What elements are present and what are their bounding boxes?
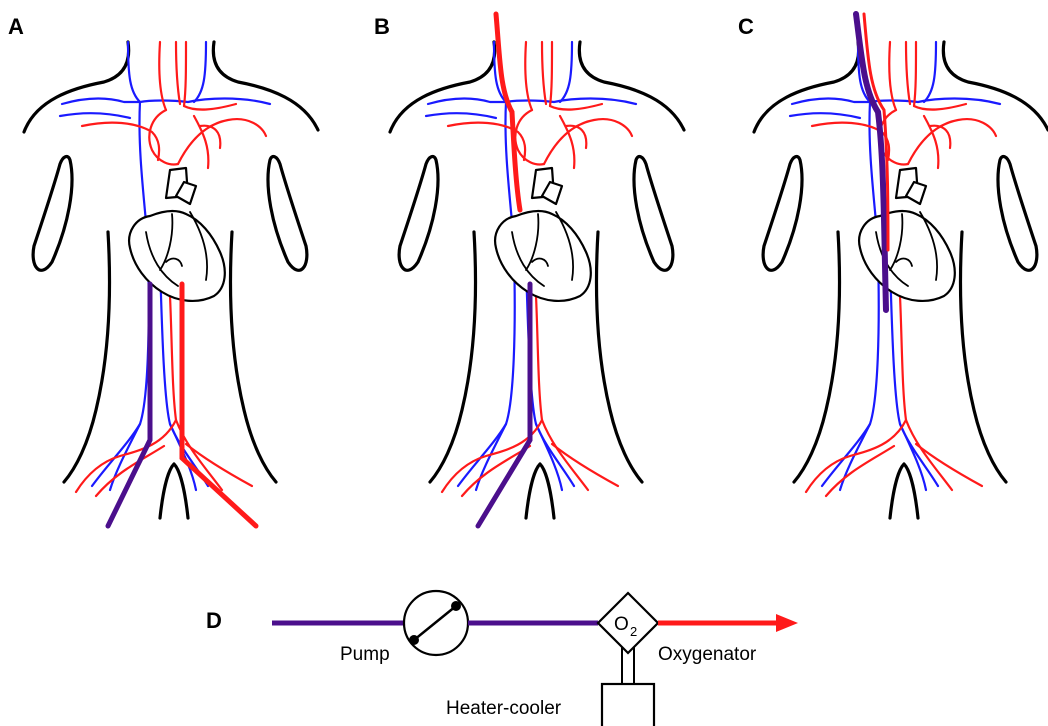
panel-d-label: D bbox=[206, 608, 222, 633]
oxygenator-symbol: O bbox=[614, 614, 629, 635]
panel-b-anatomy bbox=[390, 42, 684, 518]
panel-a-label: A bbox=[8, 14, 24, 39]
heater-cooler-label: Heater-cooler bbox=[446, 698, 562, 719]
heater-cooler-icon bbox=[602, 647, 654, 726]
panel-c: C bbox=[738, 14, 1048, 518]
oxygenator-icon: O 2 bbox=[598, 593, 658, 653]
panel-a: A bbox=[8, 14, 318, 526]
panel-c-anatomy bbox=[754, 42, 1048, 518]
panel-a-anatomy bbox=[24, 42, 318, 518]
pump-icon bbox=[404, 591, 468, 655]
panel-d: D O 2 Pump Oxygenator Heater-cooler bbox=[206, 591, 798, 726]
panel-b-label: B bbox=[374, 14, 390, 39]
panel-b: B bbox=[374, 14, 684, 526]
pump-label: Pump bbox=[340, 644, 390, 665]
panel-c-label: C bbox=[738, 14, 754, 39]
panel-b-venous-cannula bbox=[478, 284, 530, 526]
oxygenator-subscript: 2 bbox=[630, 624, 637, 639]
panel-a-arterial-cannula bbox=[182, 284, 256, 526]
oxygenator-label: Oxygenator bbox=[658, 644, 757, 665]
outflow-arrowhead-icon bbox=[776, 614, 798, 632]
